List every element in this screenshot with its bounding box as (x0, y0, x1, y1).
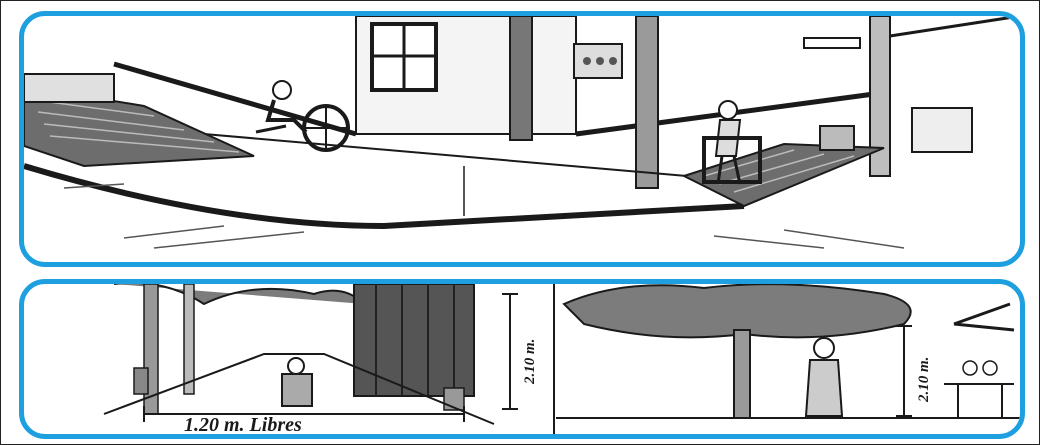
width-clearance-label: 1.20 m. Libres (184, 414, 302, 434)
street-sign (912, 108, 972, 152)
building-facade (114, 16, 874, 134)
clearance-illustration: 1.20 m. Libres 2.10 m. (24, 284, 1020, 434)
height-clearance-label-right: 2.10 m. (916, 357, 932, 403)
utility-pole-left (636, 16, 658, 188)
tree-scene (556, 284, 1020, 418)
street-corner-panel (19, 11, 1025, 267)
street-corner-illustration (24, 16, 1020, 262)
sidewalk-scene (104, 284, 494, 424)
height-dimension-line-right (896, 326, 912, 416)
wall-plaque (804, 38, 860, 48)
wall-sign-box (574, 44, 622, 78)
building-window (372, 24, 436, 90)
building-column (510, 16, 532, 140)
sidewalk-joint (204, 134, 744, 181)
trash-bin (820, 126, 854, 150)
clearance-panel: 1.20 m. Libres 2.10 m. (19, 279, 1025, 439)
right-building-edge (890, 16, 1020, 36)
curb-ramp-left (24, 74, 254, 166)
height-dimension-line-left (502, 294, 518, 409)
road-markings (64, 184, 904, 248)
height-clearance-label-left: 2.10 m. (522, 339, 538, 385)
curb-ramp-right (684, 144, 884, 206)
